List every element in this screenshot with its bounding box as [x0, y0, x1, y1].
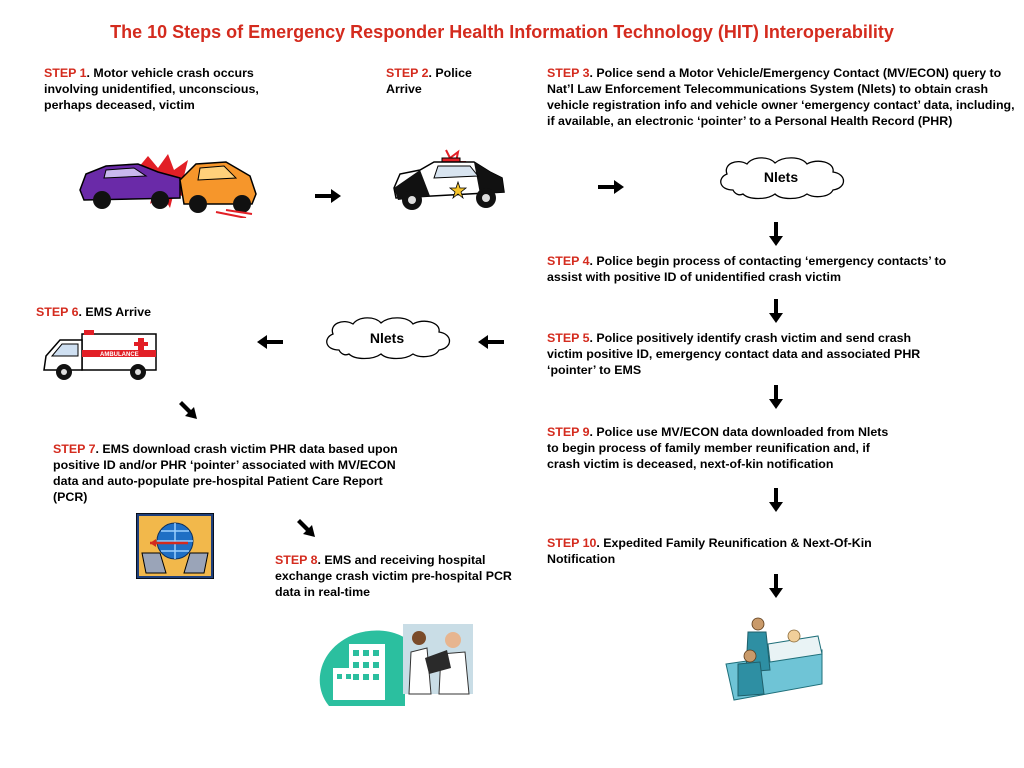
nlets-cloud-middle: [326, 317, 451, 360]
arrow-left-icon: [478, 335, 504, 349]
step-5-label: STEP 5: [547, 331, 590, 345]
step-2-label: STEP 2: [386, 66, 429, 80]
ambulance-illustration: AMBULANCE: [43, 330, 157, 380]
step-9-text: . Police use MV/ECON data downloaded fro…: [547, 425, 889, 471]
step-2: STEP 2. Police Arrive: [386, 65, 494, 97]
step-3-text: . Police send a Motor Vehicle/Emergency …: [547, 66, 1015, 128]
step-3-label: STEP 3: [547, 66, 590, 80]
step-10: STEP 10. Expedited Family Reunification …: [547, 535, 909, 567]
step-8: STEP 8. EMS and receiving hospital excha…: [275, 552, 525, 600]
arrow-right-icon: [598, 180, 624, 194]
arrow-down-icon: [769, 574, 783, 598]
step-8-text: . EMS and receiving hospital exchange cr…: [275, 553, 512, 599]
step-1: STEP 1. Motor vehicle crash occurs invol…: [44, 65, 306, 113]
step-3: STEP 3. Police send a Motor Vehicle/Emer…: [547, 65, 1017, 129]
step-6-label: STEP 6: [36, 305, 79, 319]
arrow-down-icon: [769, 488, 783, 512]
step-7: STEP 7. EMS download crash victim PHR da…: [53, 441, 398, 505]
arrow-left-icon: [257, 335, 283, 349]
arrow-diagonal-icon: [297, 519, 315, 537]
page-title: The 10 Steps of Emergency Responder Heal…: [110, 22, 894, 42]
step-5: STEP 5. Police positively identify crash…: [547, 330, 939, 378]
arrow-down-icon: [769, 222, 783, 246]
police-car-illustration: [393, 149, 505, 210]
nlets-cloud-top: [720, 157, 845, 200]
svg-text:AMBULANCE: AMBULANCE: [100, 352, 139, 358]
step-10-text: . Expedited Family Reunification & Next-…: [547, 536, 872, 566]
step-1-label: STEP 1: [44, 66, 87, 80]
car-crash-illustration: [79, 154, 257, 218]
step-7-text: . EMS download crash victim PHR data bas…: [53, 442, 398, 504]
nlets-cloud-top-label: Nlets: [763, 169, 799, 185]
step-4: STEP 4. Police begin process of contacti…: [547, 253, 977, 285]
arrow-right-icon: [315, 189, 341, 203]
arrow-down-icon: [769, 385, 783, 409]
step-8-label: STEP 8: [275, 553, 318, 567]
step-1-text: . Motor vehicle crash occurs involving u…: [44, 66, 259, 112]
step-5-text: . Police positively identify crash victi…: [547, 331, 921, 377]
nlets-cloud-middle-label: Nlets: [369, 330, 405, 346]
step-9: STEP 9. Police use MV/ECON data download…: [547, 424, 899, 472]
hospital-doctors-illustration: [319, 624, 473, 706]
step-6-text: . EMS Arrive: [78, 305, 152, 319]
step-10-label: STEP 10: [547, 536, 597, 550]
step-6: STEP 6. EMS Arrive: [36, 304, 196, 320]
step-9-label: STEP 9: [547, 425, 590, 439]
arrow-down-icon: [769, 299, 783, 323]
data-exchange-illustration: [136, 513, 214, 579]
step-7-label: STEP 7: [53, 442, 96, 456]
step-2-text: . Police Arrive: [386, 66, 472, 96]
arrow-diagonal-icon: [179, 401, 197, 419]
step-4-label: STEP 4: [547, 254, 590, 268]
step-4-text: . Police begin process of contacting ‘em…: [547, 254, 947, 284]
family-reunification-illustration: [725, 617, 823, 701]
